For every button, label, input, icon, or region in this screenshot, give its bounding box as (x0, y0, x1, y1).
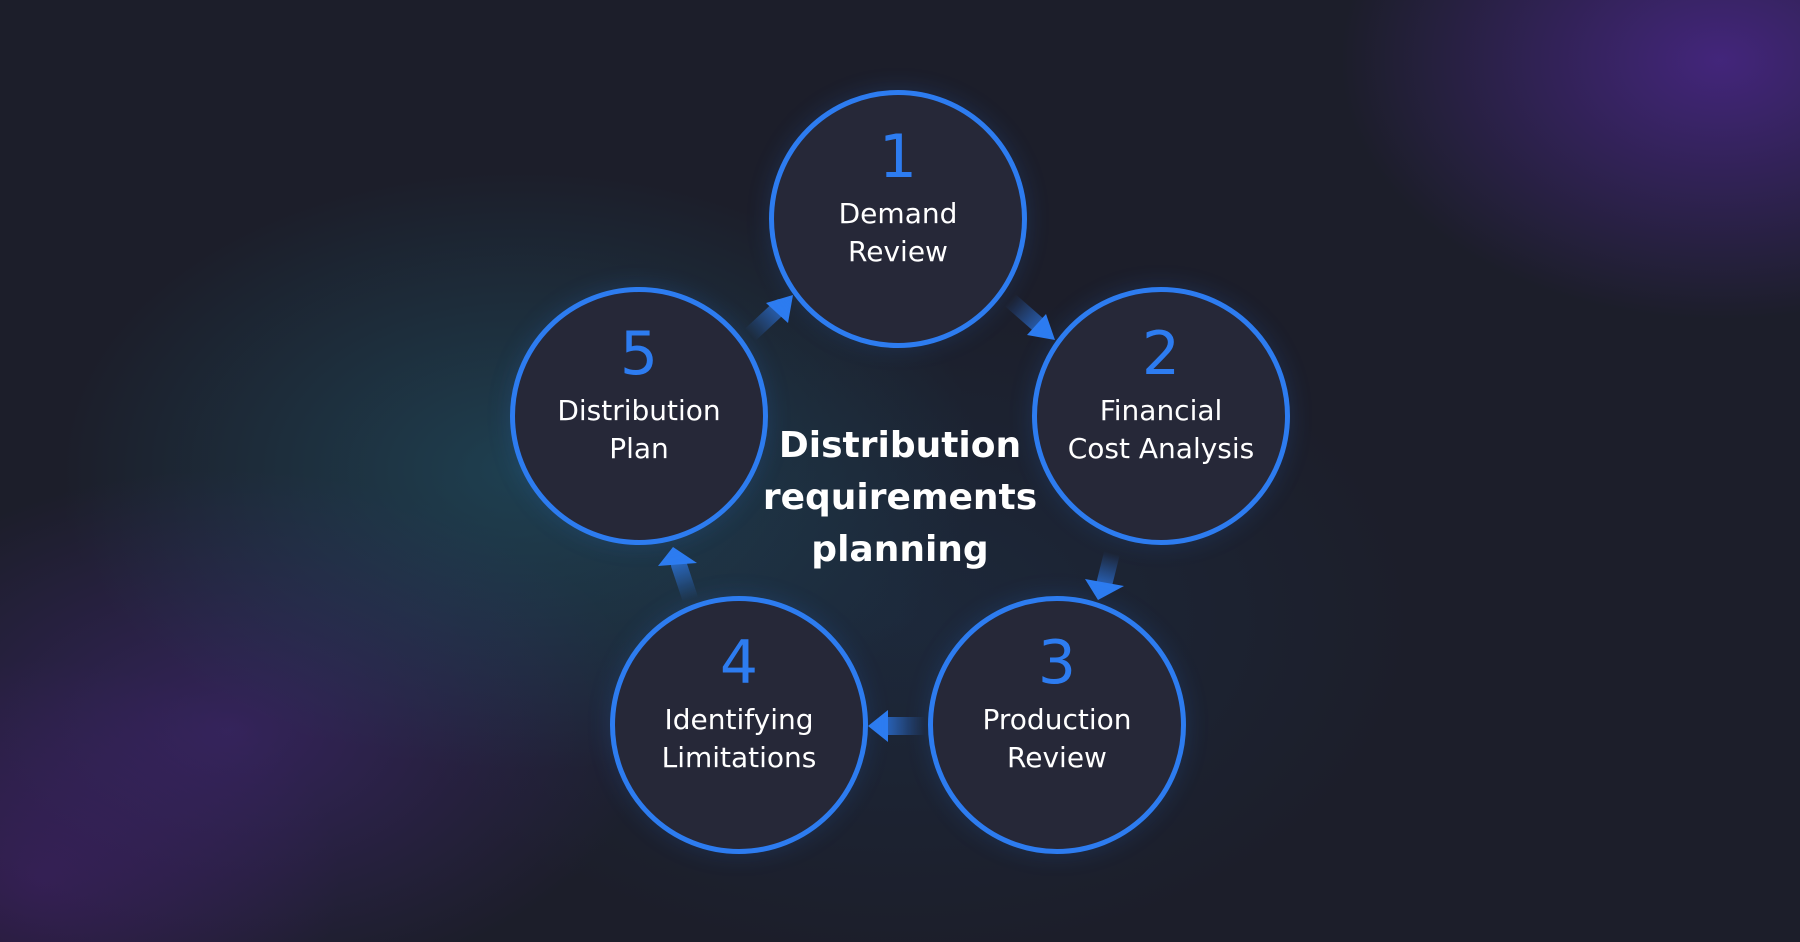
step-4-label-line-2: Limitations (661, 741, 817, 774)
step-4-label-line-1: Identifying (664, 703, 814, 736)
step-3-label-line-2: Review (1007, 741, 1107, 774)
step-2-label-line-1: Financial (1099, 394, 1223, 427)
step-4-circle: 4 Identifying Limitations (610, 596, 868, 854)
step-1-label-line-2: Review (848, 235, 948, 268)
step-5-circle: 5 Distribution Plan (510, 287, 768, 545)
diagram-center-title: Distribution requirements planning (740, 420, 1060, 576)
arrow-5-to-1 (742, 295, 793, 343)
center-title-line-1: Distribution (778, 425, 1022, 466)
center-title-line-2: requirements (762, 477, 1038, 518)
step-2-number: 2 (1141, 319, 1181, 389)
center-title-line-3: planning (811, 529, 989, 570)
step-3-circle: 3 Production Review (928, 596, 1186, 854)
step-3-number: 3 (1037, 628, 1077, 698)
step-1-number: 1 (878, 122, 918, 192)
arrow-3-to-4 (868, 710, 931, 742)
step-3-label-line-1: Production (982, 703, 1132, 736)
arrow-1-to-2 (1002, 292, 1055, 340)
step-4-number: 4 (719, 628, 759, 698)
step-5-number: 5 (619, 319, 659, 389)
arrow-2-to-3 (1085, 545, 1124, 600)
step-2-circle: 2 Financial Cost Analysis (1032, 287, 1290, 545)
step-1-circle: 1 Demand Review (769, 90, 1027, 348)
step-1-label-line-1: Demand (838, 197, 958, 230)
arrow-4-to-5 (658, 547, 698, 606)
step-5-label-line-2: Plan (609, 432, 669, 465)
step-2-label-line-2: Cost Analysis (1067, 432, 1255, 465)
step-5-label-line-1: Distribution (557, 394, 721, 427)
